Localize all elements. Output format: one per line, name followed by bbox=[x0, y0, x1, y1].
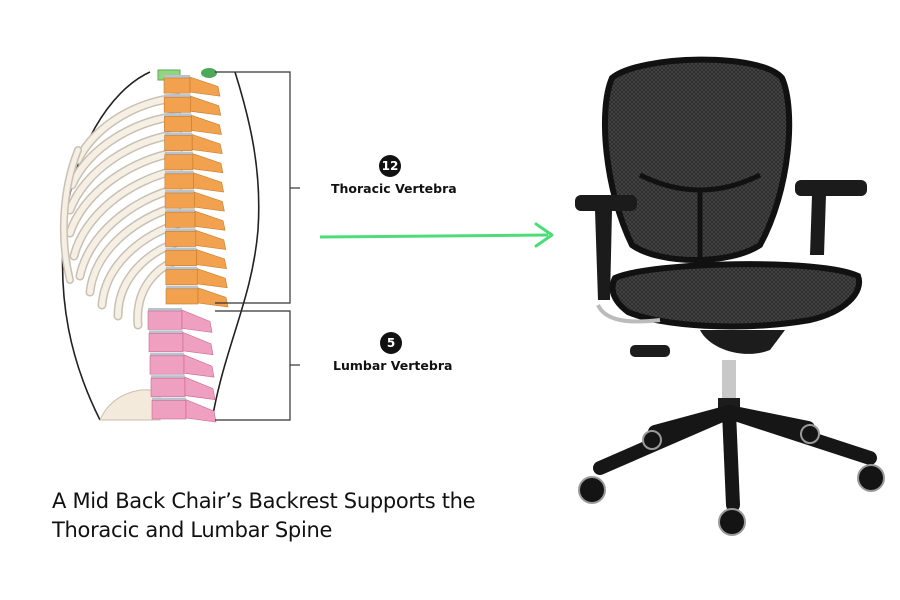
lumbar-vertebra-process bbox=[182, 331, 214, 356]
lumbar-vertebra-disc bbox=[149, 330, 183, 334]
thoracic-vertebra-body bbox=[164, 116, 192, 132]
thoracic-vertebra-body bbox=[164, 211, 196, 228]
thoracic-vertebrae-group bbox=[163, 75, 229, 308]
office-chair-icon bbox=[575, 56, 885, 536]
thoracic-vertebra-process bbox=[193, 172, 225, 193]
chair-backrest bbox=[601, 56, 793, 263]
thoracic-vertebra-disc bbox=[164, 151, 193, 155]
thoracic-count-badge: 12 bbox=[379, 155, 401, 177]
chair-cylinder bbox=[722, 360, 736, 400]
thoracic-vertebra-disc bbox=[165, 190, 195, 193]
lumbar-vertebra-disc bbox=[150, 352, 184, 356]
lumbar-vertebra-process bbox=[185, 399, 217, 423]
lumbar-count-badge: 5 bbox=[380, 332, 402, 354]
thoracic-vertebra-body bbox=[165, 269, 198, 286]
lumbar-vertebra-disc bbox=[148, 308, 182, 311]
thoracic-vertebra-process bbox=[196, 268, 228, 289]
back-outline bbox=[211, 71, 260, 421]
thoracic-vertebra-process bbox=[195, 229, 227, 250]
thoracic-vertebra-process bbox=[196, 249, 227, 270]
thoracic-vertebra-body bbox=[164, 173, 194, 190]
lumbar-label: Lumbar Vertebra bbox=[333, 358, 453, 373]
thoracic-vertebra-body bbox=[164, 154, 194, 171]
lumbar-vertebra-body bbox=[149, 355, 185, 375]
thoracic-vertebra-disc bbox=[165, 209, 196, 213]
lumbar-vertebra-process bbox=[183, 354, 215, 378]
thoracic-vertebra-process bbox=[191, 114, 222, 135]
thoracic-vertebra-disc bbox=[165, 266, 198, 270]
lumbar-vertebra-body bbox=[151, 400, 187, 420]
thoracic-vertebra-process bbox=[197, 287, 229, 308]
cervical-process bbox=[201, 68, 217, 78]
thoracic-vertebra-body bbox=[163, 96, 192, 113]
thoracic-vertebra-body bbox=[165, 288, 199, 305]
thoracic-vertebra-body bbox=[163, 77, 191, 94]
thoracic-vertebra-body bbox=[165, 231, 197, 247]
thoracic-vertebra-disc bbox=[164, 113, 192, 117]
lumbar-vertebrae-group bbox=[147, 308, 217, 423]
lumbar-vertebra-body bbox=[148, 333, 184, 353]
lumbar-vertebra-body bbox=[147, 310, 183, 330]
thoracic-vertebra-process bbox=[194, 210, 226, 231]
thoracic-vertebra-disc bbox=[165, 228, 196, 232]
thoracic-vertebra-disc bbox=[164, 170, 194, 174]
caption: A Mid Back Chair’s Backrest Supports the… bbox=[52, 487, 512, 545]
thoracic-vertebra-disc bbox=[164, 75, 190, 78]
caption-line-1: A Mid Back Chair’s Backrest Supports the bbox=[52, 489, 476, 513]
thoracic-vertebra-body bbox=[164, 192, 195, 209]
thoracic-vertebra-process bbox=[194, 191, 225, 212]
thoracic-vertebra-process bbox=[192, 153, 224, 174]
chair-armrest-right bbox=[795, 180, 867, 196]
thoracic-vertebra-disc bbox=[164, 132, 193, 136]
chair-seat bbox=[609, 261, 863, 330]
lumbar-vertebra-disc bbox=[151, 375, 185, 379]
arrow-right-icon bbox=[319, 222, 554, 248]
lumbar-vertebra-body bbox=[150, 377, 186, 397]
thoracic-vertebra-process bbox=[190, 95, 222, 116]
lumbar-vertebra-process bbox=[184, 376, 216, 400]
thoracic-label: Thoracic Vertebra bbox=[331, 181, 457, 196]
thoracic-vertebra-body bbox=[165, 250, 197, 266]
thoracic-vertebra-process bbox=[191, 134, 223, 155]
thoracic-vertebra-disc bbox=[164, 94, 191, 98]
chair-casters bbox=[578, 424, 885, 536]
lumbar-vertebra-process bbox=[181, 309, 213, 333]
chair-base bbox=[593, 405, 877, 512]
thoracic-vertebra-process bbox=[189, 76, 221, 97]
lumbar-vertebra-disc bbox=[152, 397, 186, 401]
thoracic-vertebra-disc bbox=[166, 285, 198, 289]
chair-armrest-left bbox=[575, 195, 637, 211]
caption-line-2: Thoracic and Lumbar Spine bbox=[52, 518, 333, 542]
chair-mechanism bbox=[700, 330, 785, 354]
thoracic-vertebra-disc bbox=[165, 247, 197, 251]
lumbar-bracket bbox=[215, 310, 291, 421]
thoracic-vertebra-body bbox=[164, 135, 193, 151]
